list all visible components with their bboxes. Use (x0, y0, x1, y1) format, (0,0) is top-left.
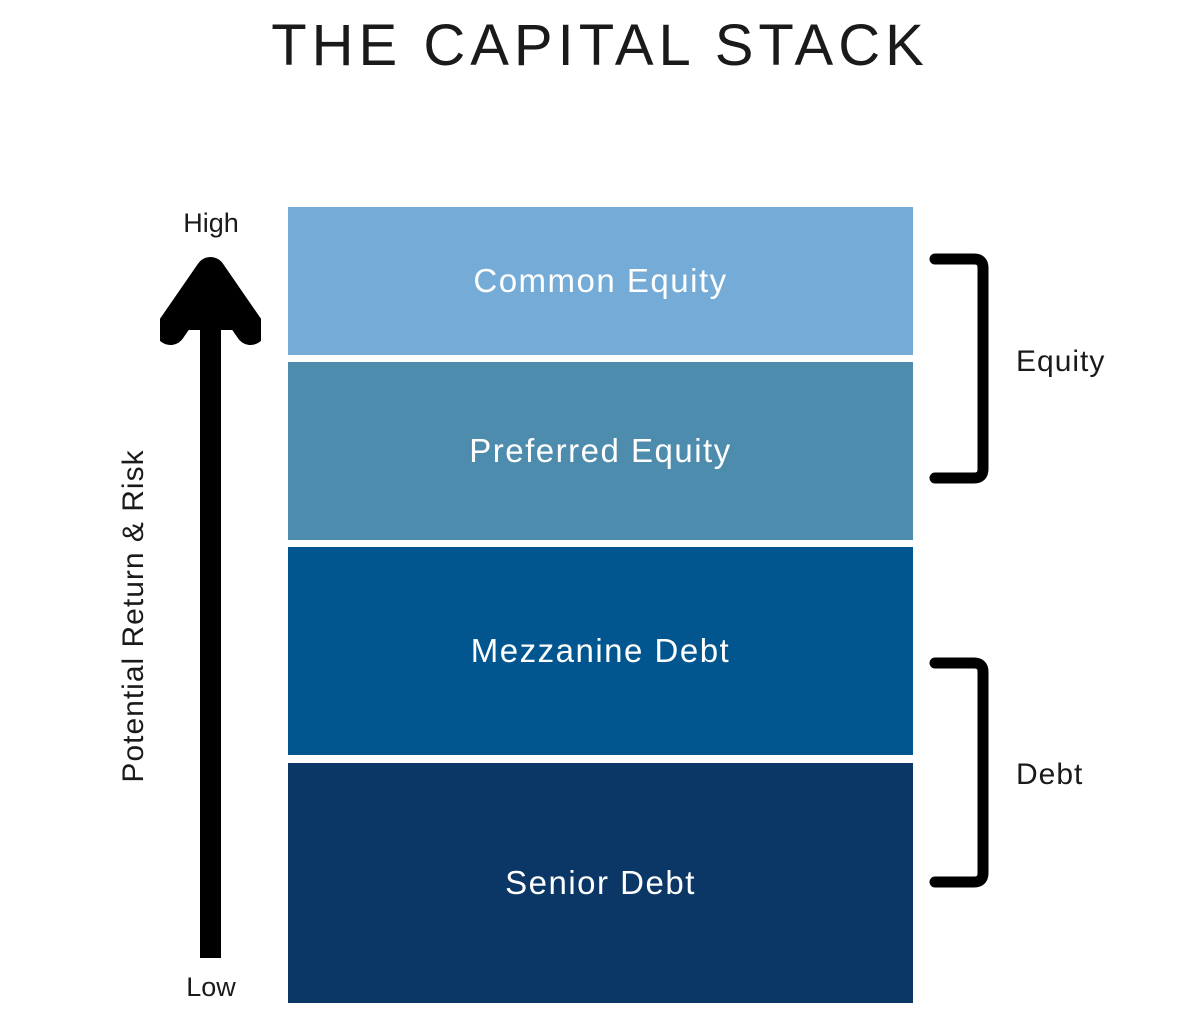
group-brackets (929, 253, 989, 888)
layer-label: Preferred Equity (469, 432, 732, 469)
axis-low-label: Low (186, 972, 236, 1002)
layer-label: Common Equity (473, 262, 728, 299)
layer-mezzanine-debt: Mezzanine Debt (288, 547, 913, 755)
page-title: THE CAPITAL STACK (271, 13, 929, 78)
axis-high-label: High (183, 208, 239, 238)
layer-label: Mezzanine Debt (470, 632, 731, 669)
layer-senior-debt: Senior Debt (288, 763, 913, 1003)
group-label-equity: Equity (1016, 345, 1106, 378)
debt-bracket-icon (929, 657, 989, 888)
layer-label: Senior Debt (505, 864, 696, 901)
equity-bracket-icon (929, 253, 989, 484)
up-arrow-icon (160, 257, 261, 958)
axis-title: Potential Return & Risk (117, 449, 150, 783)
group-label-debt: Debt (1016, 758, 1084, 791)
layer-preferred-equity: Preferred Equity (288, 362, 913, 540)
layer-common-equity: Common Equity (288, 207, 913, 355)
